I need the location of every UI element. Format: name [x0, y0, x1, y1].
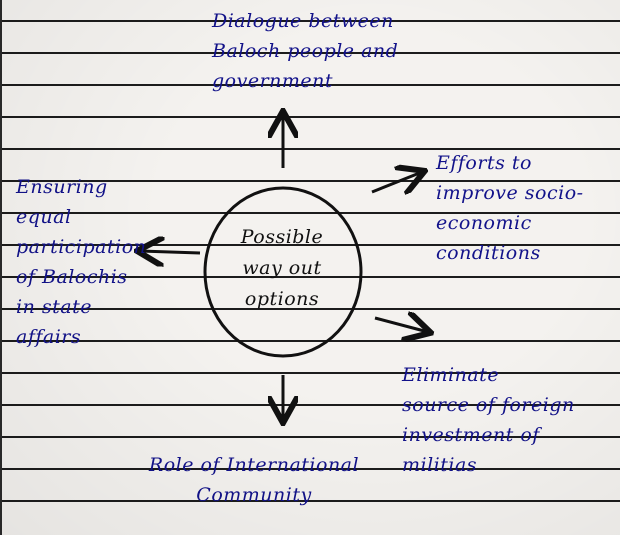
- branch-upper-right-label: Efforts to improve socio- economic condi…: [436, 152, 584, 264]
- center-label: Possible way out options: [240, 226, 324, 310]
- branch-lower-right-label: Eliminate source of foreign investment o…: [402, 364, 575, 476]
- arrow-left: [140, 251, 201, 253]
- arrow-lower-right: [374, 318, 428, 332]
- center-circle: [203, 186, 363, 358]
- branch-top-label: Dialogue between Baloch people and gover…: [212, 10, 399, 92]
- branch-bottom-label: Role of International Community: [148, 454, 360, 506]
- margin-line: [0, 0, 2, 535]
- arrow-upper-right: [371, 172, 422, 192]
- branch-left-label: Ensuring equal participation of Balochis…: [16, 176, 147, 348]
